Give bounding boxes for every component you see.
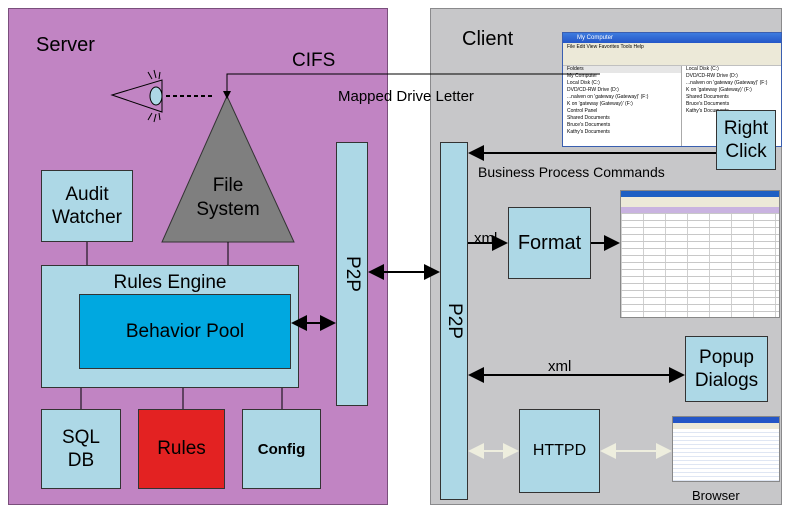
mapped-drive-label: Mapped Drive Letter — [338, 88, 474, 105]
cifs-label: CIFS — [292, 50, 336, 71]
file-system-label: File System — [196, 175, 260, 220]
behavior-pool-box: Behavior Pool — [79, 294, 291, 369]
browser-toolbar — [673, 423, 779, 429]
explorer-toolbar — [563, 51, 781, 66]
config-box: Config — [242, 409, 321, 489]
explorer-folder-tree: Folders My Computer Local Disk (C:) DVD/… — [563, 66, 682, 146]
file-item: Local Disk (C:) — [686, 66, 719, 72]
rules-box: Rules — [138, 409, 225, 489]
rules-engine-label: Rules Engine — [113, 272, 227, 293]
popup-dialogs-box: Popup Dialogs — [685, 336, 768, 402]
server-title: Server — [36, 34, 95, 56]
audit-watcher-box: Audit Watcher — [41, 170, 133, 242]
spreadsheet-grid — [621, 213, 779, 317]
tree-item: ...nalven on 'gateway (Gateway)' (F:) — [567, 94, 649, 100]
explorer-menu-bar: File Edit View Favorites Tools Help — [563, 43, 781, 51]
client-p2p-box: P2P — [440, 142, 468, 500]
spreadsheet-thumbnail — [620, 190, 780, 318]
explorer-file-list: Local Disk (C:) DVD/CD-RW Drive (D:) ...… — [682, 66, 781, 146]
tree-item: Kathy's Documents — [567, 129, 610, 135]
browser-page-content — [673, 429, 779, 481]
tree-item: Bruce's Documents — [567, 122, 611, 128]
folders-header: Folders — [563, 66, 681, 73]
client-title: Client — [462, 28, 514, 50]
cifs-connector — [223, 73, 600, 99]
file-item: ...nalven on 'gateway (Gateway)' (F:) — [686, 80, 768, 86]
file-item: K on 'gateway (Gateway)' (F:) — [686, 87, 752, 93]
file-item: Kathy's Documents — [686, 108, 729, 114]
format-box: Format — [508, 207, 591, 279]
httpd-box: HTTPD — [519, 409, 600, 493]
right-click-box: Right Click — [716, 110, 776, 170]
browser-thumbnail — [672, 416, 780, 482]
file-item: Shared Documents — [686, 94, 729, 100]
tree-item: Shared Documents — [567, 115, 610, 121]
sql-db-box: SQL DB — [41, 409, 121, 489]
eye-icon — [110, 69, 163, 123]
server-p2p-box: P2P — [336, 142, 368, 406]
browser-label: Browser — [692, 488, 740, 503]
tree-item: DVD/CD-RW Drive (D:) — [567, 87, 619, 93]
spreadsheet-toolbar — [621, 197, 779, 207]
file-item: DVD/CD-RW Drive (D:) — [686, 73, 738, 79]
spreadsheet-header-row — [621, 207, 779, 213]
tree-item: Local Disk (C:) — [567, 80, 600, 86]
tree-item: Control Panel — [567, 108, 598, 114]
file-item: Bruce's Documents — [686, 101, 730, 107]
business-process-label: Business Process Commands — [478, 164, 665, 180]
spreadsheet-titlebar — [621, 191, 779, 197]
tree-item: My Computer — [567, 73, 598, 79]
explorer-window-title: My Computer — [563, 33, 781, 43]
tree-item: K on 'gateway (Gateway)' (F:) — [567, 101, 633, 107]
browser-titlebar — [673, 417, 779, 423]
